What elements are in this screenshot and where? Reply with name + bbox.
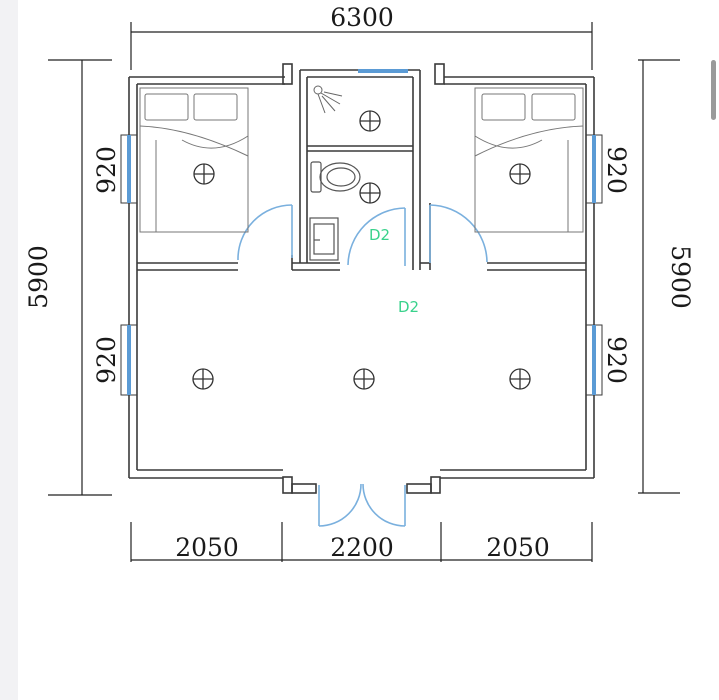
bed-right xyxy=(474,87,584,233)
dim-window-left-lower: 920 xyxy=(92,336,121,384)
dim-left-total: 5900 xyxy=(24,245,53,309)
door-tags: D2 D2 xyxy=(369,226,419,316)
door-swings xyxy=(237,204,488,527)
pillow-icon xyxy=(481,93,526,121)
dim-window-right-upper: 920 xyxy=(602,146,631,194)
door-tag-hall: D2 xyxy=(398,298,419,316)
ceiling-light-icon xyxy=(192,368,214,390)
pillow-icon xyxy=(144,93,189,121)
ceiling-light-icon xyxy=(353,368,375,390)
ceiling-light-icon xyxy=(359,110,381,132)
window-right-upper xyxy=(585,134,603,204)
window-right-lower xyxy=(585,324,603,396)
ceiling-light-icon xyxy=(509,368,531,390)
dim-right-total: 5900 xyxy=(666,245,695,309)
window-left-lower xyxy=(120,324,138,396)
dim-bottom-middle: 2200 xyxy=(330,533,394,562)
pillow-icon xyxy=(193,93,238,121)
dim-top-total: 6300 xyxy=(330,3,394,32)
bed-left xyxy=(139,87,249,233)
toilet-icon xyxy=(310,161,361,193)
ceiling-lights xyxy=(192,110,531,390)
scrollbar-thumb[interactable] xyxy=(711,60,716,120)
windows xyxy=(120,69,603,396)
dim-window-left-upper: 920 xyxy=(92,146,121,194)
window-left-upper xyxy=(120,134,138,204)
shower-icon xyxy=(313,85,343,114)
dimension-lines xyxy=(48,22,680,562)
dim-bottom-right: 2050 xyxy=(486,533,550,562)
ceiling-light-icon xyxy=(509,163,531,185)
sink-icon xyxy=(309,217,339,261)
app-side-strip xyxy=(0,0,18,700)
ceiling-light-icon xyxy=(359,182,381,204)
dimension-labels: 6300 2050 2200 2050 5900 5900 920 920 92… xyxy=(24,3,695,562)
dim-bottom-left: 2050 xyxy=(175,533,239,562)
pillow-icon xyxy=(531,93,576,121)
exterior-walls xyxy=(128,63,595,494)
dim-window-right-lower: 920 xyxy=(602,336,631,384)
door-tag-bathroom: D2 xyxy=(369,226,390,244)
ceiling-light-icon xyxy=(193,163,215,185)
